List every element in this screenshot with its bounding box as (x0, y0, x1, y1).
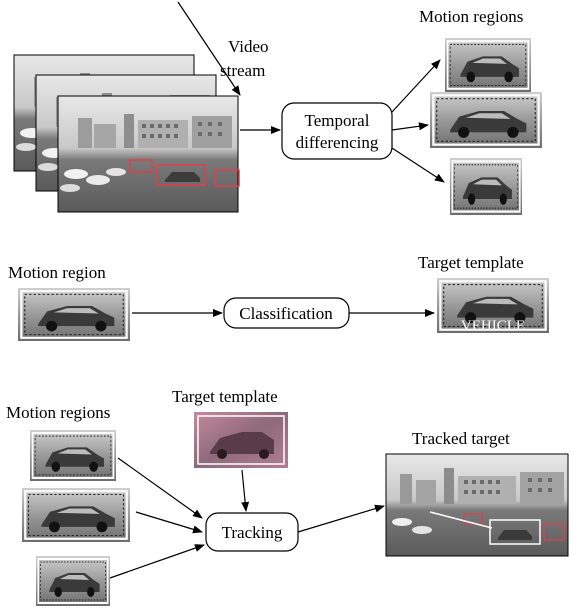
tracked-target-frame (385, 453, 569, 557)
target-template-thumb: VEHICLE (435, 276, 551, 335)
motion-region-thumb (443, 36, 533, 94)
classification-label: Classification (239, 304, 333, 323)
section-tracking: Motion regions Target template Tracking … (6, 387, 569, 607)
tracking-label: Tracking (222, 523, 283, 542)
arrow-to-region-3 (391, 147, 445, 183)
section-temporal-differencing: Video stream Temporal differencing Motio… (13, 1, 544, 217)
track-trajectory (429, 511, 493, 529)
detection-box (156, 164, 206, 186)
temporal-label-line2: differencing (296, 133, 379, 152)
motion-region-title: Motion region (8, 263, 106, 282)
video-label-line2: stream (220, 61, 265, 80)
motion-region-thumb (16, 286, 132, 343)
arrow-to-region-1 (391, 59, 441, 113)
target-template-title: Target template (418, 253, 524, 272)
temporal-differencing-box: Temporal differencing (281, 102, 393, 160)
arrow-to-tracked-target (297, 504, 385, 533)
classification-box: Classification (223, 297, 350, 329)
video-label-line1: Video (228, 37, 269, 56)
arrow-to-region-2 (391, 122, 429, 131)
motion-region-thumb (428, 90, 544, 150)
tracking-box: Tracking (205, 512, 299, 552)
detection-box (129, 159, 153, 173)
temporal-label-line1: Temporal (305, 111, 370, 130)
motion-regions-title: Motion regions (6, 403, 110, 422)
detection-box (214, 169, 240, 187)
arrow-template-to-tracking (241, 469, 250, 512)
detection-box (543, 523, 565, 541)
motion-region-thumb (28, 428, 118, 483)
motion-regions-title: Motion regions (419, 7, 523, 26)
vehicle-label: VEHICLE (461, 318, 525, 334)
target-template-thumb (194, 412, 288, 468)
motion-region-thumb (20, 486, 132, 544)
arrow-region-2-to-tracking (135, 511, 203, 534)
motion-region-thumb (35, 555, 111, 607)
arrow-region-1-to-tracking (117, 457, 203, 519)
detection-box (463, 513, 483, 525)
target-template-title: Target template (172, 387, 278, 406)
video-frame-front (57, 95, 240, 213)
motion-region-thumb (448, 156, 524, 217)
video-stream-frames (13, 54, 240, 213)
tracked-target-title: Tracked target (412, 429, 510, 448)
tracked-target-box (489, 519, 541, 545)
section-classification: Motion region Classification Target temp… (8, 253, 551, 343)
video-input-arrow (177, 1, 241, 96)
arrow-region-3-to-tracking (109, 544, 205, 579)
